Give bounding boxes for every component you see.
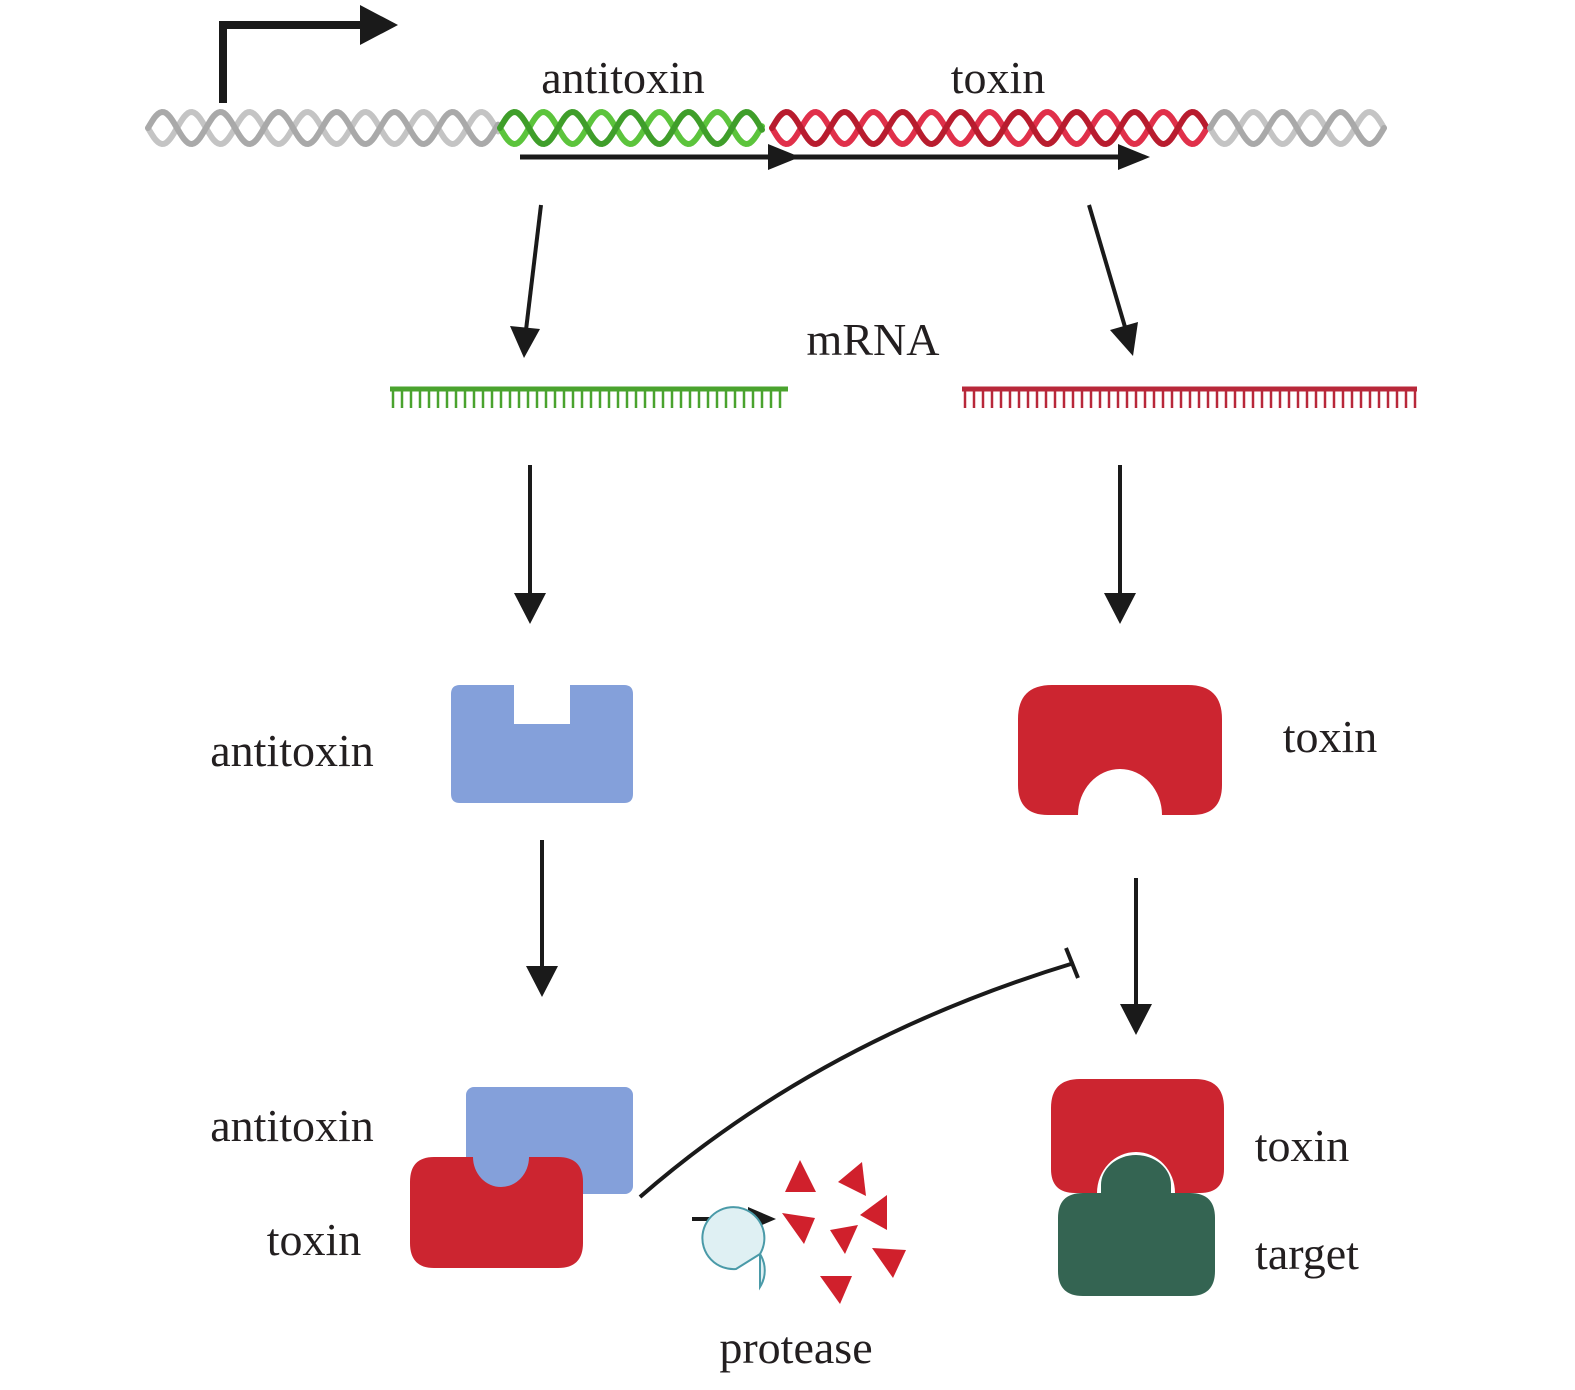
complex-toxin-shape <box>410 1157 583 1268</box>
bound-toxin-shape <box>1051 1079 1224 1193</box>
dna-segment-antitoxin-gene <box>497 108 765 148</box>
target-protein-shape <box>1058 1155 1215 1296</box>
dna-segment-toxin-gene <box>769 108 1209 148</box>
complex-antitoxin-shape <box>466 1087 633 1194</box>
antitoxin-protein-label: antitoxin <box>210 725 374 776</box>
dna-helix <box>145 108 1387 148</box>
target-label: target <box>1255 1228 1359 1279</box>
toxin-protein-shape <box>1018 685 1222 815</box>
arrow-dna-to-mrna-antitoxin <box>510 204 543 358</box>
transcription-arrows <box>520 144 1150 170</box>
gene-label-toxin: toxin <box>951 52 1046 103</box>
complex-antitoxin-label: antitoxin <box>210 1100 374 1151</box>
arrow-mrna-to-toxin-protein <box>1104 465 1136 624</box>
peptide-fragments-icon <box>782 1160 906 1304</box>
dna-segment-downstream <box>1207 108 1387 148</box>
arrow-mrna-to-antitoxin-protein <box>514 465 546 624</box>
protease-pacman-icon <box>701 1206 766 1291</box>
arrow-toxin-to-target <box>1120 878 1152 1035</box>
mrna-strand-antitoxin <box>390 386 788 408</box>
arrow-dna-to-mrna-toxin <box>1087 204 1138 356</box>
toxin-target-complex <box>1051 1079 1224 1296</box>
mrna-label: mRNA <box>807 314 940 365</box>
antitoxin-protein-shape <box>451 685 633 803</box>
promoter-arrow-icon <box>219 5 398 103</box>
mrna-strand-toxin <box>962 386 1417 408</box>
complex-toxin-label: toxin <box>267 1214 362 1265</box>
protease-label: protease <box>719 1322 872 1373</box>
antitoxin-toxin-complex <box>410 1087 633 1268</box>
dna-segment-upstream <box>145 108 501 148</box>
gene-label-antitoxin: antitoxin <box>541 52 705 103</box>
inhibition-tbar-icon <box>638 947 1080 1199</box>
toxin-protein-label: toxin <box>1283 711 1378 762</box>
bound-toxin-label: toxin <box>1255 1120 1350 1171</box>
arrow-antitoxin-to-complex <box>526 840 558 997</box>
